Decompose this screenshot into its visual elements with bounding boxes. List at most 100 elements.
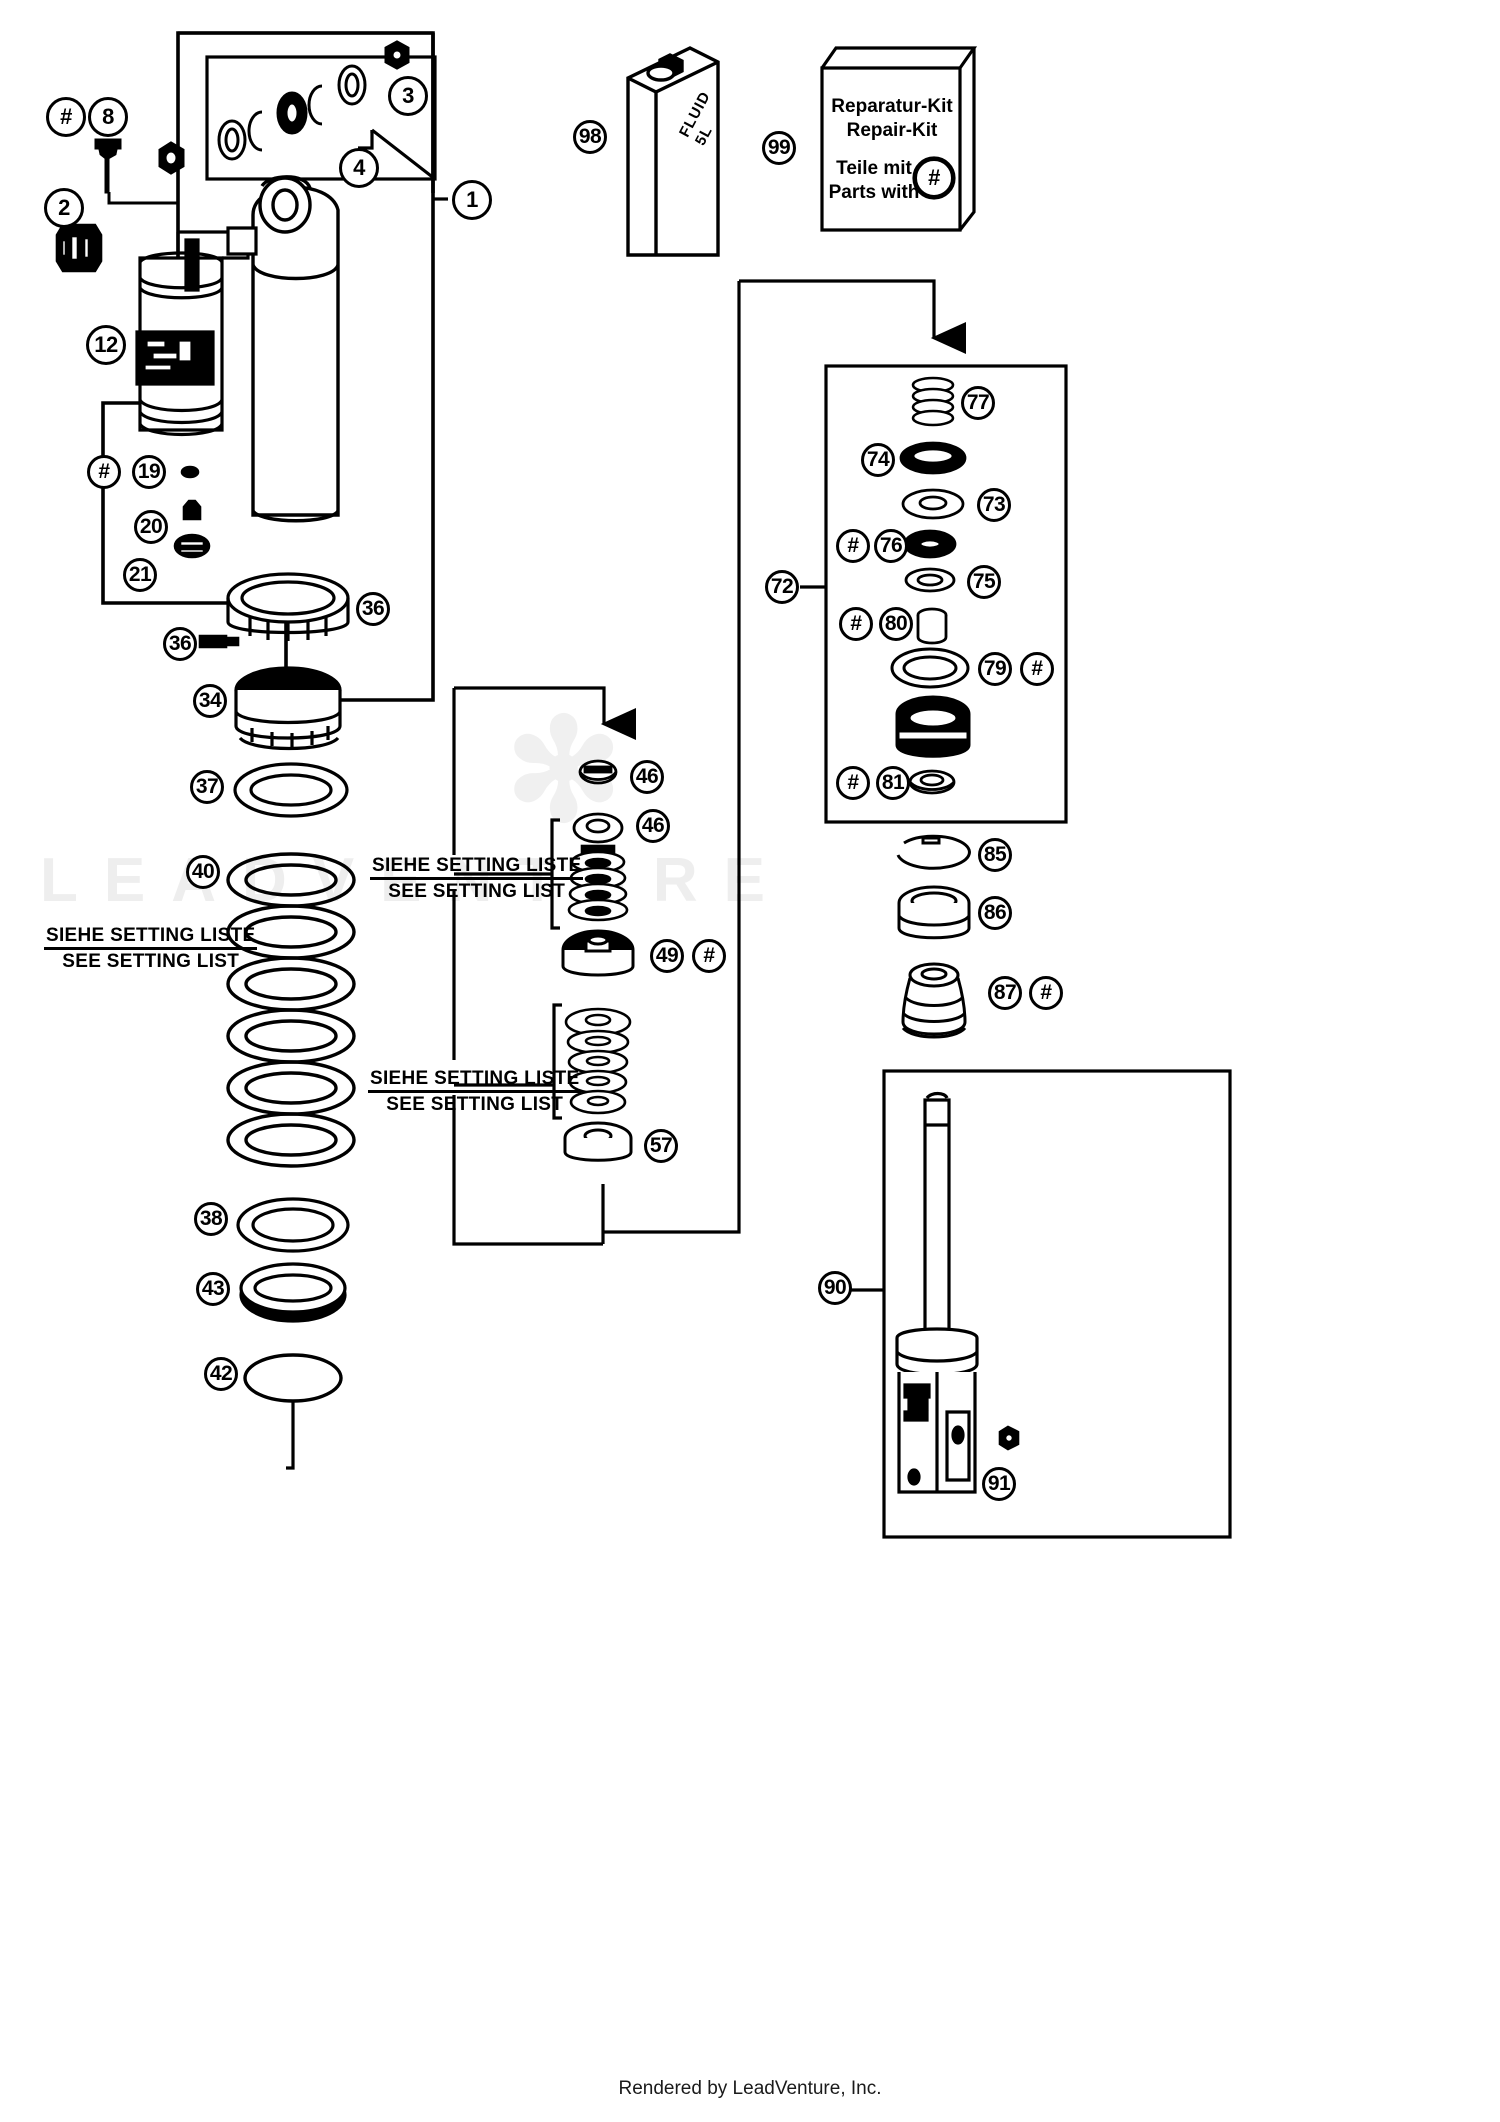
callout-n-40[interactable]: 40 xyxy=(186,855,220,889)
callout-n-85[interactable]: 85 xyxy=(978,838,1012,872)
setting-note-de: SIEHE SETTING LISTE xyxy=(44,925,258,951)
callout-hash-49[interactable]: # xyxy=(692,939,726,973)
callout-label: 42 xyxy=(209,1362,233,1385)
callout-label: 81 xyxy=(881,771,905,794)
callout-label: 79 xyxy=(983,657,1007,680)
callout-label: 43 xyxy=(201,1277,225,1300)
callout-label: 2 xyxy=(58,195,70,220)
callout-n-74[interactable]: 74 xyxy=(861,443,895,477)
repair-kit-parts-en: Parts with xyxy=(828,181,920,203)
callout-label: # xyxy=(1031,657,1043,680)
callout-label: 12 xyxy=(94,332,118,357)
setting-list-note-spring: SIEHE SETTING LISTE SEE SETTING LIST xyxy=(44,925,258,973)
callout-n-72[interactable]: 72 xyxy=(765,570,799,604)
callout-label: 72 xyxy=(770,575,794,598)
callout-n-86[interactable]: 86 xyxy=(978,896,1012,930)
callout-n-38[interactable]: 38 xyxy=(194,1202,228,1236)
callout-label: 99 xyxy=(767,136,791,159)
callout-label: 36 xyxy=(168,632,192,655)
callout-n-21[interactable]: 21 xyxy=(123,558,157,592)
callout-hash-87[interactable]: # xyxy=(1029,976,1063,1010)
callout-n-98[interactable]: 98 xyxy=(573,120,607,154)
callout-hash-kit[interactable]: # xyxy=(914,158,954,198)
callout-label: # xyxy=(928,165,940,190)
callout-label: 38 xyxy=(199,1207,223,1230)
callout-label: 90 xyxy=(823,1276,847,1299)
callout-label: # xyxy=(847,771,859,794)
callout-n-12[interactable]: 12 xyxy=(86,325,126,365)
setting-note-en: SEE SETTING LIST xyxy=(62,951,240,973)
callout-label: # xyxy=(60,104,72,129)
callout-hash-79[interactable]: # xyxy=(1020,652,1054,686)
callout-label: 20 xyxy=(139,515,163,538)
callout-n-19[interactable]: 19 xyxy=(132,455,166,489)
callout-label: 57 xyxy=(649,1134,673,1157)
callout-label: 87 xyxy=(993,981,1017,1004)
callout-label: 49 xyxy=(655,944,679,967)
callout-label: 75 xyxy=(972,570,996,593)
footer-credit: Rendered by LeadVenture, Inc. xyxy=(618,2078,882,2099)
callout-n-3[interactable]: 3 xyxy=(388,76,428,116)
callout-n-75[interactable]: 75 xyxy=(967,565,1001,599)
repair-kit-parts-de: Teile mit xyxy=(836,158,912,179)
setting-list-note-stack-bottom: SIEHE SETTING LISTE SEE SETTING LIST xyxy=(368,1068,582,1116)
callout-n-8[interactable]: 8 xyxy=(88,97,128,137)
callout-label: 19 xyxy=(137,460,161,483)
setting-note-de: SIEHE SETTING LISTE xyxy=(370,855,584,881)
callout-n-80[interactable]: 80 xyxy=(879,607,913,641)
callout-label: 85 xyxy=(983,843,1007,866)
callout-hash-81[interactable]: # xyxy=(836,766,870,800)
callout-n-49[interactable]: 49 xyxy=(650,939,684,973)
callout-n-77[interactable]: 77 xyxy=(961,386,995,420)
callout-hash-76[interactable]: # xyxy=(836,529,870,563)
callout-label: 40 xyxy=(191,860,215,883)
repair-kit-line-de: Reparatur-Kit xyxy=(831,96,953,117)
callout-label: 91 xyxy=(987,1472,1011,1495)
callout-n-2[interactable]: 2 xyxy=(44,188,84,228)
callout-label: # xyxy=(98,460,110,483)
callout-n-57[interactable]: 57 xyxy=(644,1129,678,1163)
callout-n-20[interactable]: 20 xyxy=(134,510,168,544)
callout-label: 76 xyxy=(879,534,903,557)
callout-label: 77 xyxy=(966,391,990,414)
setting-list-note-stack-top: SIEHE SETTING LISTE SEE SETTING LIST xyxy=(370,855,584,903)
callout-n-90[interactable]: 90 xyxy=(818,1271,852,1305)
callout-n-37[interactable]: 37 xyxy=(190,770,224,804)
callout-hash-1[interactable]: # xyxy=(46,97,86,137)
callout-n-46a[interactable]: 46 xyxy=(630,760,664,794)
setting-note-de: SIEHE SETTING LISTE xyxy=(368,1068,582,1094)
callout-n-1[interactable]: 1 xyxy=(452,180,492,220)
callout-n-46b[interactable]: 46 xyxy=(636,809,670,843)
callout-label: # xyxy=(703,944,715,967)
callout-n-36a[interactable]: 36 xyxy=(356,592,390,626)
setting-note-en: SEE SETTING LIST xyxy=(388,881,566,903)
callout-hash-80[interactable]: # xyxy=(839,607,873,641)
callout-n-36b[interactable]: 36 xyxy=(163,627,197,661)
callout-label: # xyxy=(850,612,862,635)
callout-n-42[interactable]: 42 xyxy=(204,1357,238,1391)
repair-kit-heading: Reparatur-Kit Repair-Kit xyxy=(822,95,962,143)
callout-n-43[interactable]: 43 xyxy=(196,1272,230,1306)
callout-n-91[interactable]: 91 xyxy=(982,1467,1016,1501)
callout-label: 37 xyxy=(195,775,219,798)
repair-kit-line-en: Repair-Kit xyxy=(846,119,938,141)
callout-label: 3 xyxy=(402,83,414,108)
callout-label: 36 xyxy=(361,597,385,620)
callout-n-87[interactable]: 87 xyxy=(988,976,1022,1010)
callout-n-76[interactable]: 76 xyxy=(874,529,908,563)
callout-label: 74 xyxy=(866,448,890,471)
callout-label: 73 xyxy=(982,493,1006,516)
callout-label: 86 xyxy=(983,901,1007,924)
callout-n-4[interactable]: 4 xyxy=(339,148,379,188)
callout-n-79[interactable]: 79 xyxy=(978,652,1012,686)
callout-label: 46 xyxy=(641,814,665,837)
callout-label: 4 xyxy=(353,155,365,180)
callout-n-73[interactable]: 73 xyxy=(977,488,1011,522)
callout-n-81[interactable]: 81 xyxy=(876,766,910,800)
callout-n-99[interactable]: 99 xyxy=(762,131,796,165)
callout-label: 1 xyxy=(466,187,478,212)
callout-n-34[interactable]: 34 xyxy=(193,684,227,718)
callout-hash-2[interactable]: # xyxy=(87,455,121,489)
